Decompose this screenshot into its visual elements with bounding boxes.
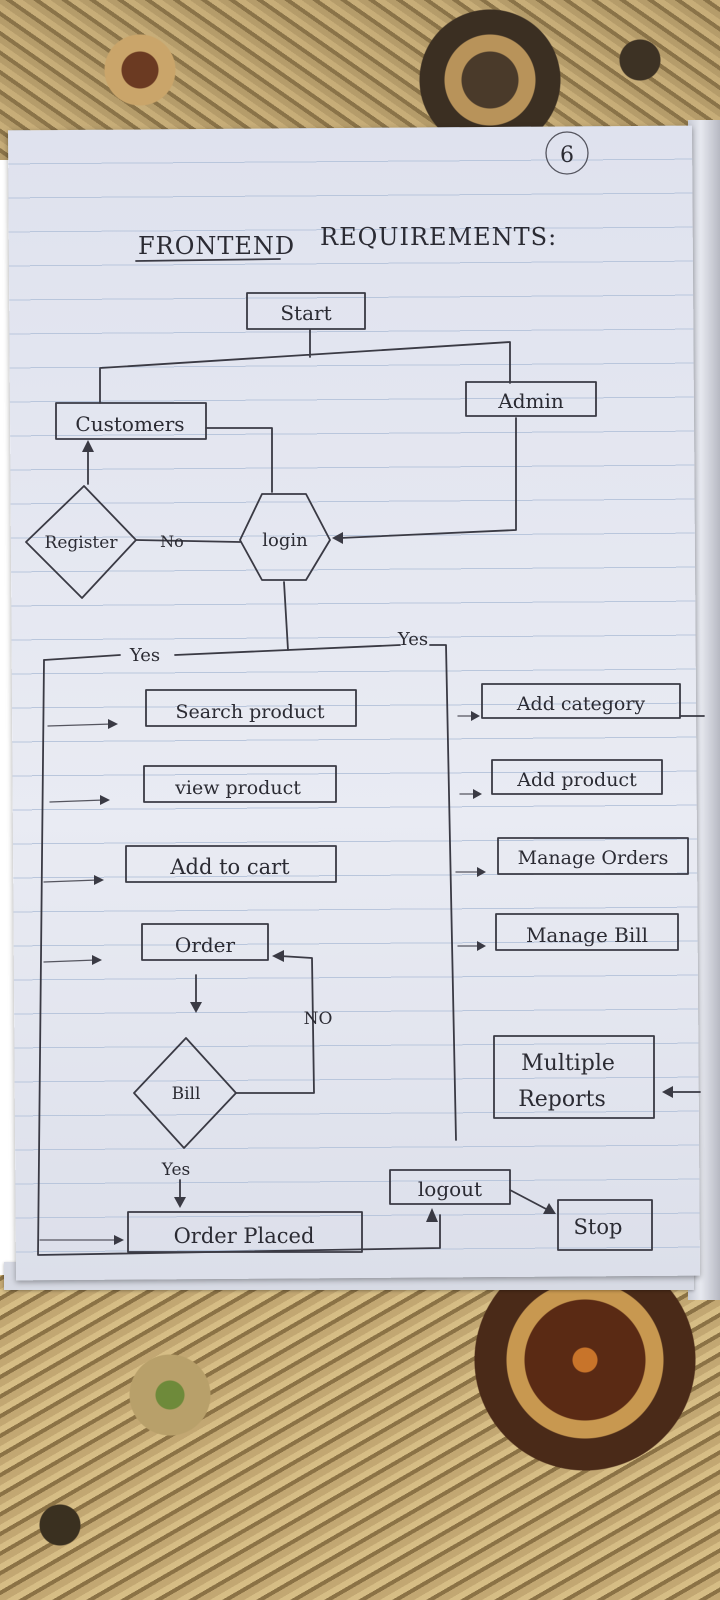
title-underline <box>135 258 281 262</box>
arrowhead-register-customers <box>82 440 94 452</box>
add-product-box <box>491 759 663 795</box>
customers-label: Customers <box>75 412 184 436</box>
login-hexagon <box>239 493 331 581</box>
title-frontend: FRONTEND <box>138 232 295 260</box>
order-placed-label: Order Placed <box>174 1224 315 1248</box>
arrow-view <box>49 799 105 803</box>
arrowhead-logout <box>426 1208 438 1222</box>
arrowhead-order <box>92 955 102 965</box>
customers-box <box>55 402 207 440</box>
arrowhead-add-product <box>473 789 482 799</box>
arrowhead-no-order <box>272 950 284 962</box>
yes-label-customer: Yes <box>129 645 160 666</box>
no-label-register: No <box>160 532 184 551</box>
bill-diamond <box>133 1037 237 1149</box>
arrowhead-admin-login <box>332 532 343 544</box>
start-connectors <box>99 329 511 404</box>
order-label: Order <box>175 933 236 957</box>
manage-orders-label: Manage Orders <box>518 847 669 869</box>
fabric-background-bottom <box>0 1275 720 1600</box>
arrow-search <box>47 723 113 727</box>
page-number-circle <box>545 131 589 175</box>
login-to-register-line <box>135 539 241 543</box>
multiple-reports-box <box>493 1035 655 1119</box>
view-product-box <box>143 765 337 803</box>
add-product-label: Add product <box>516 769 637 791</box>
search-product-box <box>145 689 357 727</box>
search-product-label: Search product <box>176 701 325 723</box>
customer-actions: Search product view product Add to cart … <box>43 689 357 965</box>
arrowhead-manage-orders <box>477 867 486 877</box>
stop-label: Stop <box>574 1215 623 1239</box>
add-category-box <box>481 683 681 719</box>
customer-left-spine <box>37 659 441 1256</box>
manage-bill-box <box>495 913 679 951</box>
login-label: login <box>262 530 308 551</box>
start-box <box>246 292 366 330</box>
arrowhead-order-placed <box>114 1235 124 1245</box>
customers-to-login-line <box>205 427 273 493</box>
arrowhead-cart <box>94 875 104 885</box>
admin-actions: Add category Add product Manage Orders M… <box>455 683 705 1119</box>
yes-branch-lines <box>43 644 457 1141</box>
multiple-reports-line2: Reports <box>518 1087 606 1112</box>
arrowhead-search <box>108 719 118 729</box>
reports-feed-line <box>669 715 705 1093</box>
start-label: Start <box>280 301 331 325</box>
arrow-order <box>43 959 97 963</box>
admin-to-login-line <box>339 417 517 539</box>
register-diamond <box>25 485 137 599</box>
add-category-label: Add category <box>516 693 646 715</box>
title-requirements: REQUIREMENTS: <box>320 223 557 251</box>
manage-bill-label: Manage Bill <box>526 923 648 947</box>
login-down-line <box>283 581 289 651</box>
view-product-label: view product <box>174 777 301 799</box>
add-to-cart-label: Add to cart <box>169 855 290 879</box>
logout-to-stop-line <box>509 1189 549 1211</box>
arrowhead-add-category <box>471 711 480 721</box>
yes-label-bill: Yes <box>161 1160 191 1180</box>
arrowhead-bill-placed <box>174 1197 186 1208</box>
admin-box <box>465 381 597 417</box>
arrowhead-view <box>100 795 110 805</box>
page-number: 6 <box>560 143 574 168</box>
order-box <box>141 923 269 961</box>
register-label: Register <box>45 533 119 553</box>
logout-label: logout <box>418 1177 482 1201</box>
arrowhead-stop <box>543 1203 556 1214</box>
arrowhead-order-bill <box>190 1002 202 1013</box>
no-label-bill: NO <box>304 1009 333 1029</box>
arrow-cart <box>43 879 99 883</box>
admin-label: Admin <box>497 389 564 413</box>
arrowhead-reports <box>662 1086 673 1098</box>
add-to-cart-box <box>125 845 337 883</box>
bill-no-loop <box>235 955 315 1094</box>
yes-label-admin: Yes <box>397 629 428 650</box>
manage-orders-box <box>497 837 689 875</box>
arrowhead-manage-bill <box>477 941 486 951</box>
multiple-reports-line1: Multiple <box>521 1051 615 1076</box>
order-placed-box <box>127 1211 363 1253</box>
stop-box <box>557 1199 653 1251</box>
bill-label: Bill <box>172 1084 201 1104</box>
logout-box <box>389 1169 511 1205</box>
